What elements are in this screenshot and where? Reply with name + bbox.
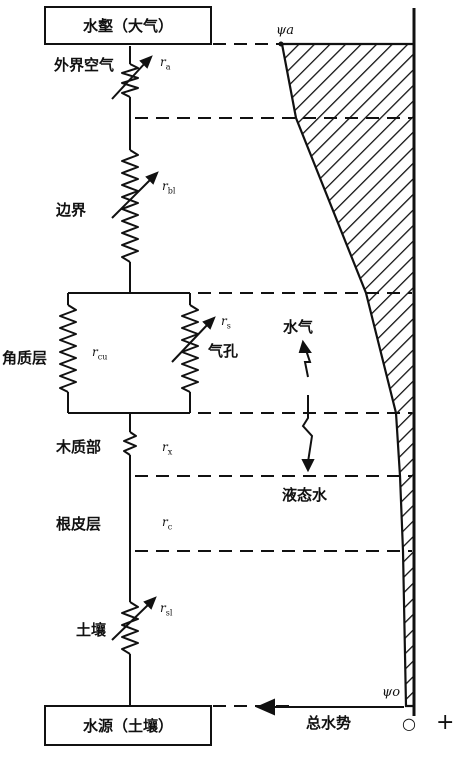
total-potential-arrow [255, 698, 404, 716]
phase-label-liquid: 液态水 [282, 486, 328, 504]
resistance-label-rx: rx [162, 440, 173, 457]
psi-o-label: ψo [382, 685, 401, 700]
layer-label-xylem: 木质部 [56, 438, 102, 456]
layer-label-cuticle: 角质层 [2, 349, 48, 367]
water-potential-profile [280, 42, 416, 708]
layer-label-root-cortex: 根皮层 [56, 515, 102, 533]
phase-transition-arrows [298, 339, 315, 473]
layer-boundary-lines [135, 43, 412, 707]
resistance-label-rc: rc [162, 515, 173, 532]
resistance-label-rbl: rbl [162, 179, 176, 196]
psi-a-marker [278, 41, 284, 47]
resistance-label-rcu: rcu [92, 345, 108, 362]
resistance-label-ra: ra [160, 55, 171, 72]
resistance-label-rsl: rsl [160, 601, 173, 618]
layer-label-outer-air: 外界空气 [54, 56, 115, 74]
source-box-soil: 水源（土壤） [44, 705, 212, 746]
layer-label-boundary: 边界 [56, 201, 87, 219]
phase-label-vapor: 水气 [283, 318, 314, 336]
zero-mark: ○ [402, 714, 416, 733]
layer-label-stomata: 气孔 [208, 342, 239, 360]
plus-sign: + [436, 710, 455, 735]
variable-resistor-arrows [111, 55, 216, 641]
layer-label-soil: 土壤 [76, 621, 107, 639]
psi-a-label: ψa [276, 23, 294, 38]
sink-box-atmosphere: 水壑（大气） [44, 6, 212, 45]
total-potential-label: 总水势 [306, 714, 352, 732]
resistance-label-rs: rs [221, 314, 231, 331]
resistance-circuit [59, 46, 199, 706]
